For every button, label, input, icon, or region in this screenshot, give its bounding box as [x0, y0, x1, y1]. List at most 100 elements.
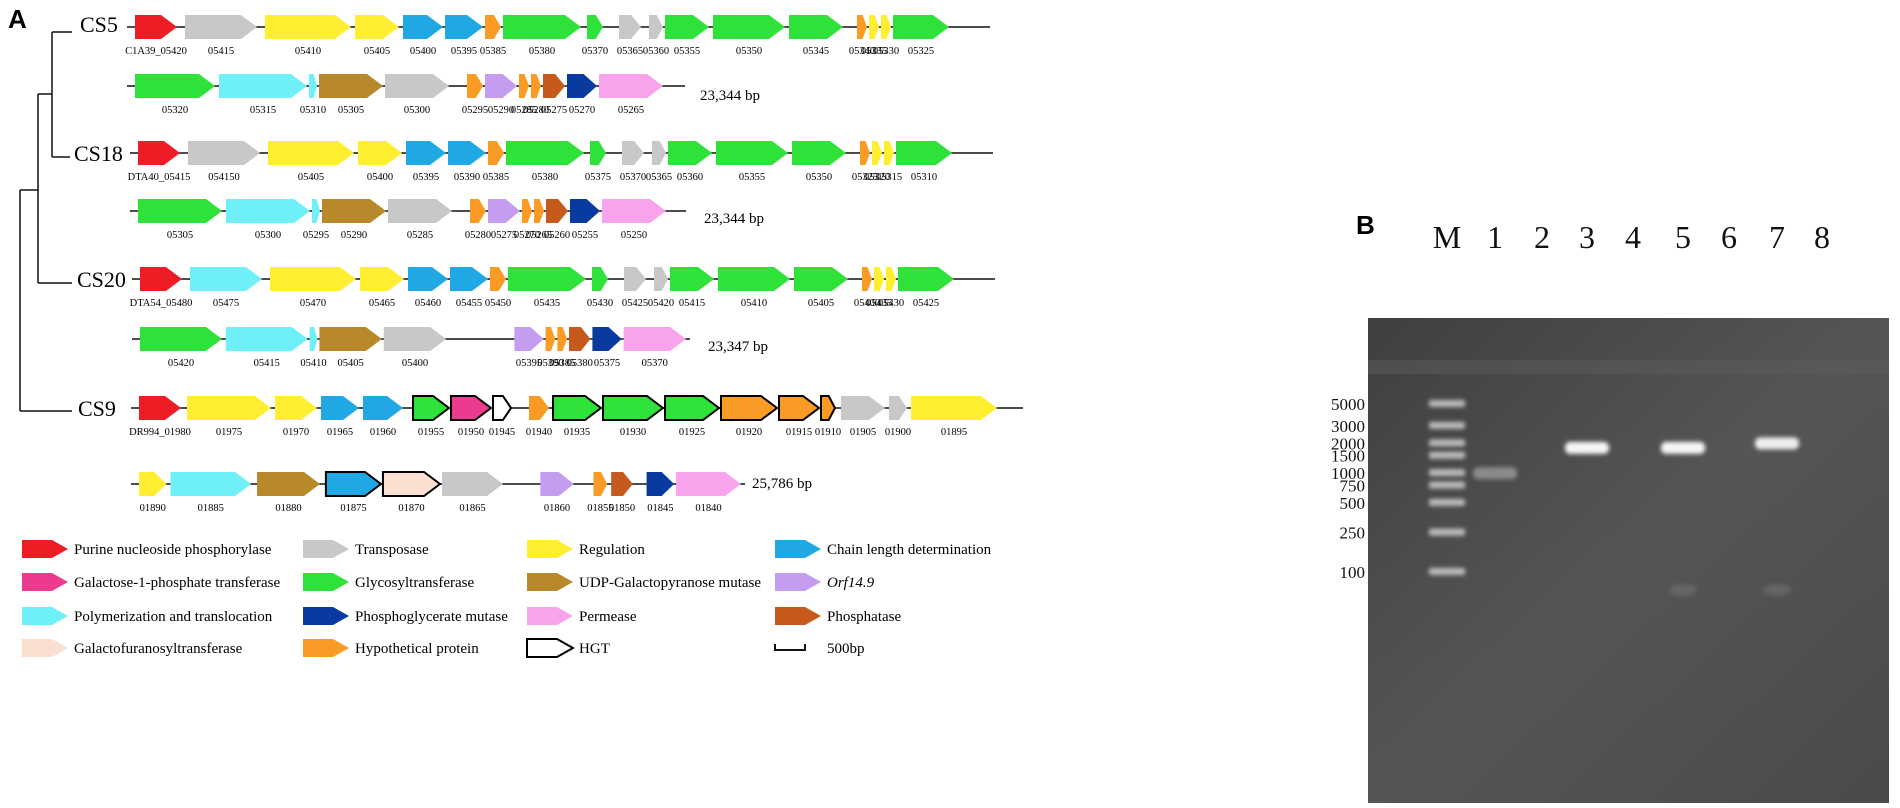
gene-id-label: 05320	[864, 172, 890, 183]
gene-id-label: 01895	[941, 427, 967, 438]
gene-id-label: 01905	[850, 427, 876, 438]
gene-id-label: 05405	[298, 172, 324, 183]
legend-swatch	[22, 639, 68, 657]
legend-label: Purine nucleoside phosphorylase	[74, 542, 272, 558]
legend-item-permease: Permease	[527, 607, 637, 625]
legend-swatch	[303, 639, 349, 657]
gene-arrow	[792, 141, 846, 165]
legend-label: Galactofuranosyltransferase	[74, 641, 243, 657]
gene-id-label: 05380	[532, 172, 558, 183]
gene-arrow	[543, 74, 565, 98]
gene-id-label: 05340	[849, 46, 875, 57]
gene-arrow	[485, 74, 517, 98]
ladder-band	[1429, 528, 1465, 536]
gene-arrow	[270, 267, 356, 291]
gene-id-label: 05255	[572, 230, 598, 241]
gene-arrow	[450, 395, 493, 421]
gene-id-label: 01855	[587, 503, 613, 514]
phylogenetic-tree	[19, 31, 72, 412]
gene-arrow	[789, 15, 843, 39]
gene-arrow	[896, 141, 952, 165]
gene-id-label: 05385	[483, 172, 509, 183]
gene-id-label: 05425	[913, 298, 939, 309]
gene-arrow	[590, 141, 606, 165]
gene-arrow	[363, 396, 403, 420]
gene-id-label: 05315	[250, 105, 276, 116]
legend-item-purine: Purine nucleoside phosphorylase	[22, 540, 272, 558]
gene-arrow	[665, 15, 709, 39]
strain-label-cs9: CS9	[78, 396, 116, 421]
gene-id-label: 01975	[216, 427, 242, 438]
panel-b-label: B	[1356, 210, 1375, 240]
gene-arrow	[522, 199, 532, 223]
strain-label-cs20: CS20	[77, 267, 126, 292]
gene-arrow	[448, 141, 486, 165]
gene-id-label: 05465	[369, 298, 395, 309]
gene-id-label: 05345	[803, 46, 829, 57]
gene-id-label: DR994_01980	[129, 427, 191, 438]
gel-wells	[1368, 360, 1889, 374]
gene-id-label: 05395	[413, 172, 439, 183]
gene-id-label: 05290	[341, 230, 367, 241]
gene-id-label: 05400	[410, 46, 436, 57]
gene-arrow	[408, 267, 448, 291]
gene-id-label: 05415	[254, 358, 280, 369]
gene-id-label: 05455	[456, 298, 482, 309]
gene-id-label: 05355	[739, 172, 765, 183]
gene-id-label: 05280	[465, 230, 491, 241]
gene-arrow	[713, 15, 785, 39]
ladder-band	[1429, 400, 1465, 407]
gene-arrow	[139, 472, 167, 496]
gene-id-label: 05275	[491, 230, 517, 241]
gene-arrow	[138, 199, 222, 223]
gene-id-label: 05370	[642, 358, 668, 369]
legend-swatch	[775, 540, 821, 558]
gene-arrow	[488, 141, 504, 165]
legend-item-phosphoglycerate: Phosphoglycerate mutase	[303, 607, 508, 625]
gene-id-label: 05405	[808, 298, 834, 309]
gene-id-label: 05310	[911, 172, 937, 183]
strain-label-cs18: CS18	[74, 141, 123, 166]
legend-swatch	[775, 573, 821, 591]
gene-id-label: 05365	[617, 46, 643, 57]
gene-arrow	[898, 267, 954, 291]
gene-id-label: 01845	[647, 503, 673, 514]
gene-id-label: 01910	[815, 427, 841, 438]
legend-swatch	[22, 607, 68, 625]
cluster-size-label: 23,347 bp	[708, 339, 768, 355]
gene-id-label: 05295	[303, 230, 329, 241]
strain-label-cs5: CS5	[80, 12, 118, 37]
gene-arrow	[385, 74, 449, 98]
gene-arrow	[268, 141, 354, 165]
gene-id-label: 05435	[534, 298, 560, 309]
legend-item-galactofuranosyl: Galactofuranosyltransferase	[22, 639, 243, 657]
legend-item-hgt: HGT	[526, 638, 610, 658]
legend-swatch	[303, 540, 349, 558]
gene-arrow	[492, 395, 513, 421]
gene-arrow	[881, 15, 891, 39]
gene-id-label: 01955	[418, 427, 444, 438]
gene-arrow	[412, 395, 451, 421]
gene-arrow	[321, 396, 359, 420]
ladder-band	[1429, 469, 1465, 477]
legend-label: Glycosyltransferase	[355, 575, 474, 591]
gene-id-label: 054150	[208, 172, 240, 183]
gene-arrow	[355, 15, 399, 39]
gene-arrow	[592, 267, 608, 291]
gene-arrow	[649, 15, 663, 39]
legend-item-udp: UDP-Galactopyranose mutase	[527, 573, 761, 591]
gene-id-label: 05430	[878, 298, 904, 309]
gene-id-label: 05380	[567, 358, 593, 369]
legend-item-scale: 500bp	[774, 641, 865, 657]
gene-arrow	[569, 327, 591, 351]
gene-arrow	[388, 199, 452, 223]
gene-arrow	[403, 15, 443, 39]
gene-arrow	[841, 396, 885, 420]
gene-arrow	[570, 199, 600, 223]
gene-id-label: 05390	[454, 172, 480, 183]
gene-id-label: 01930	[620, 427, 646, 438]
gene-id-label: 05400	[367, 172, 393, 183]
